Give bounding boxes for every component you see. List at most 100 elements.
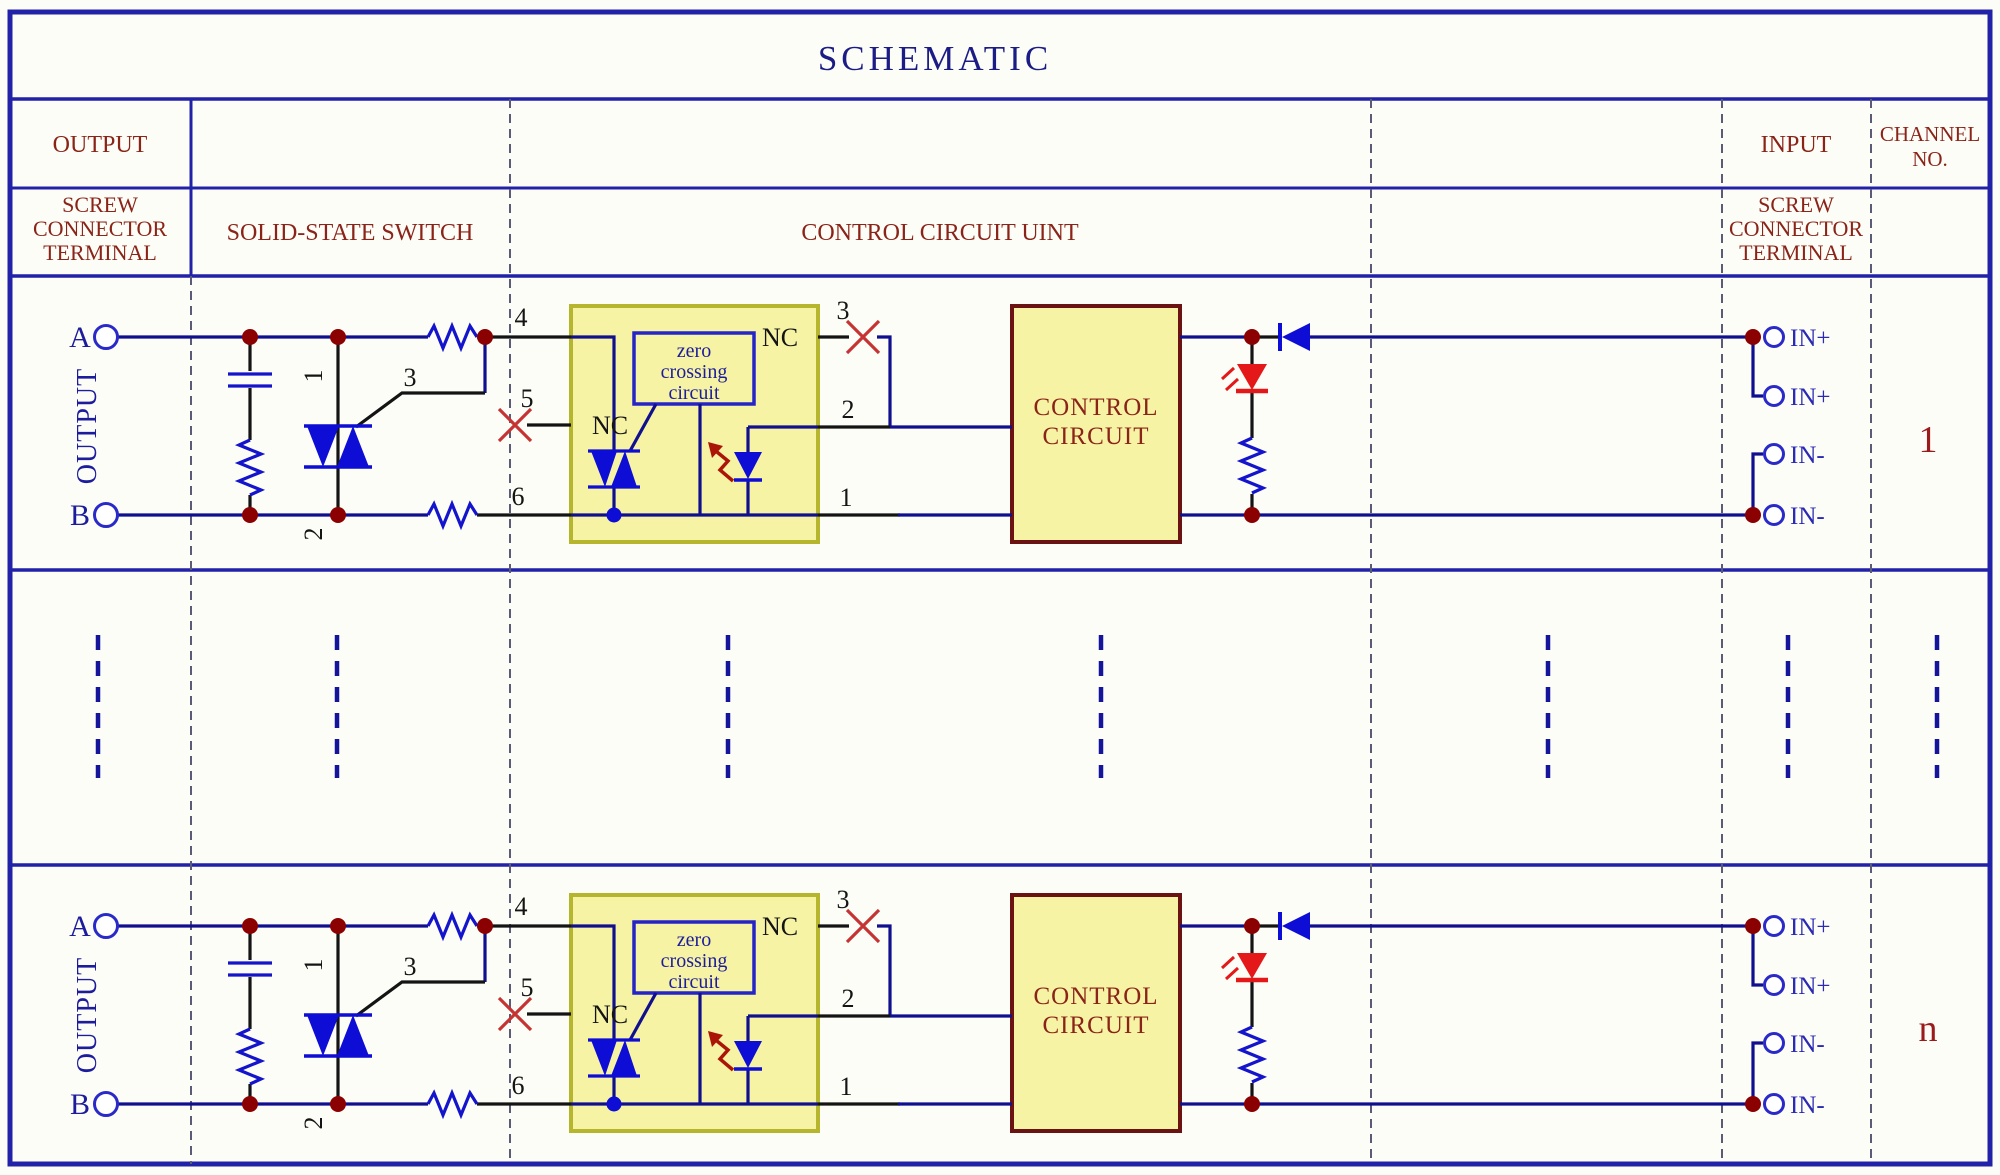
output-rotated-label: OUTPUT	[72, 368, 103, 484]
zero-crossing-line3: circuit	[668, 382, 720, 404]
header-solid-state-switch: SOLID-STATE SWITCH	[227, 220, 474, 246]
header-channel-no-line2: NO.	[1912, 147, 1948, 171]
header-input-terminal-line3: TERMINAL	[1739, 240, 1853, 265]
terminal-b-label: B	[70, 1088, 90, 1121]
zero-crossing-line1: zero	[677, 340, 711, 362]
zero-crossing-line3: circuit	[668, 971, 720, 993]
header-input: INPUT	[1761, 132, 1832, 158]
opto-internal-junction-dot	[606, 1096, 622, 1112]
in-plus-2-label: IN+	[1790, 384, 1830, 411]
in-minus-1-label: IN-	[1790, 442, 1825, 469]
terminals	[93, 324, 1785, 528]
terminal-in-minus-2-circle	[1763, 1093, 1785, 1115]
pin4-label: 4	[515, 303, 528, 332]
in-minus-2-label: IN-	[1790, 503, 1825, 530]
zero-crossing-line1: zero	[677, 929, 711, 951]
junction-dots	[242, 918, 1761, 1112]
pin6-label: 6	[512, 1071, 525, 1100]
snubber-capacitor	[228, 961, 272, 977]
control-circuit-box	[1010, 304, 1182, 544]
output-triac	[304, 1013, 372, 1058]
status-led-red	[1220, 364, 1268, 394]
line-a-resistor	[426, 910, 479, 942]
triac-pin1-label: 1	[299, 959, 328, 972]
channel-row: A B OUTPUT 1 2 3 4 5 6 3 2 1 NC NC zero …	[69, 296, 1938, 544]
pin2-label: 2	[842, 984, 855, 1013]
terminal-a-circle	[93, 324, 119, 350]
in-minus-2-label: IN-	[1790, 1092, 1825, 1119]
line-b-resistor	[426, 1088, 479, 1120]
pin5-label: 5	[521, 384, 534, 413]
header-output-terminal-line2: CONNECTOR	[33, 216, 167, 241]
in-plus-2-label: IN+	[1790, 973, 1830, 1000]
header-input-terminal-line2: CONNECTOR	[1729, 216, 1863, 241]
triac-pin2-label: 2	[299, 528, 328, 541]
pin1-label: 1	[840, 483, 853, 512]
terminal-b-circle	[93, 502, 119, 528]
opto-light-arrow	[708, 442, 735, 483]
in-minus-1-label: IN-	[1790, 1031, 1825, 1058]
terminal-in-plus-1-circle	[1763, 915, 1785, 937]
snubber-capacitor	[228, 372, 272, 388]
status-led-resistor	[1236, 436, 1268, 495]
control-circuit-line2: CIRCUIT	[1043, 1012, 1150, 1039]
header-output: OUTPUT	[53, 132, 148, 158]
control-circuit-line1: CONTROL	[1033, 394, 1158, 421]
status-led-red	[1220, 953, 1268, 983]
status-led-resistor	[1236, 1025, 1268, 1084]
header-control-circuit-unit: CONTROL CIRCUIT UINT	[801, 220, 1079, 246]
pin4-label: 4	[515, 892, 528, 921]
header-output-terminal-line1: SCREW	[62, 192, 138, 217]
opto-led	[734, 1041, 762, 1071]
pin3-nc-x-icon	[845, 319, 881, 355]
pin6-label: 6	[512, 482, 525, 511]
input-diode	[1278, 912, 1310, 940]
pin5-label: 5	[521, 973, 534, 1002]
header-input-terminal-line1: SCREW	[1758, 192, 1834, 217]
terminal-b-label: B	[70, 499, 90, 532]
zero-crossing-box	[632, 331, 756, 406]
in-plus-1-label: IN+	[1790, 325, 1830, 352]
gate-pin3-label: 3	[404, 952, 417, 981]
channel-number: 1	[1919, 419, 1938, 461]
terminal-b-circle	[93, 1091, 119, 1117]
junction-dots	[242, 329, 1761, 523]
terminal-in-minus-1-circle	[1763, 443, 1785, 465]
output-rotated-label: OUTPUT	[72, 957, 103, 1073]
table-grid	[7, 9, 1993, 1167]
terminal-in-plus-2-circle	[1763, 974, 1785, 996]
triac-pin1-label: 1	[299, 370, 328, 383]
pin5-nc-x-icon	[497, 407, 533, 443]
wires	[117, 335, 1763, 517]
pin3-nc-x-icon	[845, 908, 881, 944]
line-a-resistor	[426, 321, 479, 353]
optocoupler-box	[569, 893, 820, 1133]
line-b-resistor	[426, 499, 479, 531]
triac-pin2-label: 2	[299, 1117, 328, 1130]
channel-row: A B OUTPUT 1 2 3 4 5 6 3 2 1 NC NC zero …	[69, 885, 1938, 1133]
opto-triac	[588, 449, 640, 489]
snubber-resistor	[234, 438, 266, 497]
control-circuit-line1: CONTROL	[1033, 983, 1158, 1010]
page-title: SCHEMATIC	[818, 39, 1052, 78]
terminals	[93, 913, 1785, 1117]
terminal-in-minus-2-circle	[1763, 504, 1785, 526]
opto-internal-junction-dot	[606, 507, 622, 523]
nc-top-label: NC	[762, 912, 798, 941]
zero-crossing-line2: crossing	[661, 950, 728, 972]
header-output-terminal-line3: TERMINAL	[43, 240, 157, 265]
terminal-a-label: A	[69, 321, 91, 354]
terminal-a-label: A	[69, 910, 91, 943]
nc-top-label: NC	[762, 323, 798, 352]
terminal-in-plus-2-circle	[1763, 385, 1785, 407]
in-plus-1-label: IN+	[1790, 914, 1830, 941]
terminal-in-plus-1-circle	[1763, 326, 1785, 348]
pin3-label: 3	[837, 885, 850, 914]
gate-pin3-label: 3	[404, 363, 417, 392]
control-circuit-line2: CIRCUIT	[1043, 423, 1150, 450]
components	[228, 908, 1310, 1120]
channel-number: n	[1919, 1008, 1938, 1050]
